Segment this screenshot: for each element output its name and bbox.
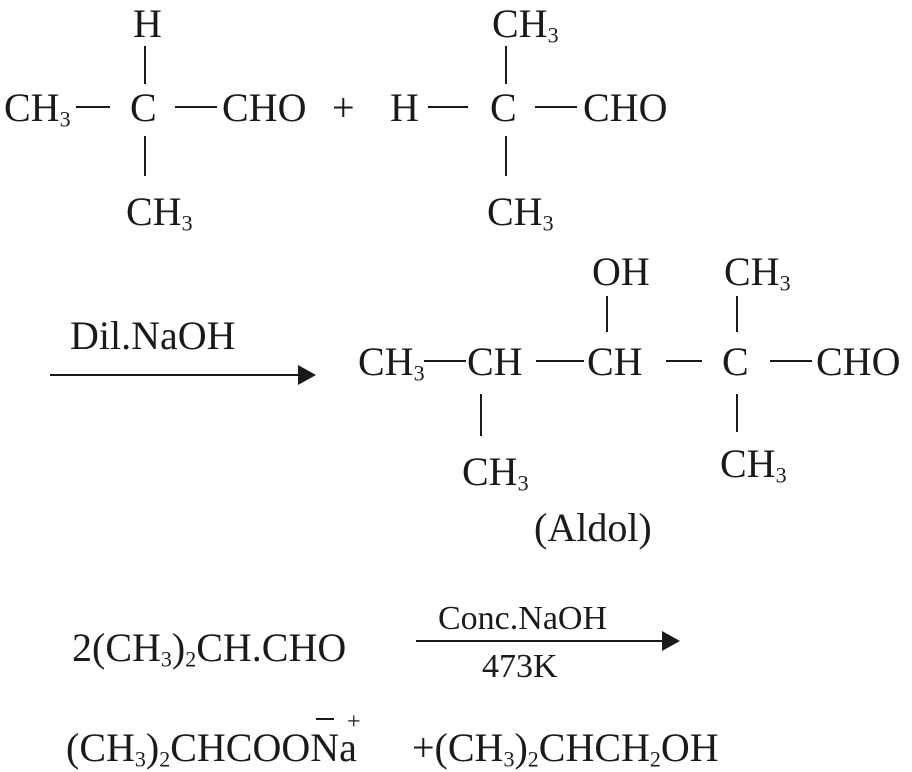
- r1-bond-left: [76, 106, 110, 108]
- aldol-ch-b: CH: [587, 339, 643, 384]
- r1-ch3-bottom: CH3: [126, 189, 193, 236]
- r1-bond-top: [144, 46, 146, 84]
- r2-cho: CHO: [583, 85, 668, 130]
- r2-bond-bottom: [505, 136, 507, 176]
- product-o-minus: O: [281, 725, 311, 770]
- arrow1-shaft: [50, 374, 300, 376]
- aldol-ch-a: CH: [467, 339, 523, 384]
- r2-bond-left: [428, 106, 468, 108]
- r1-h-atom: H: [133, 1, 162, 46]
- aldol-bond-c-bottom: [736, 394, 738, 432]
- aldol-cho: CHO: [816, 339, 901, 384]
- r2-bond-right: [535, 106, 577, 108]
- r2-c-atom: C: [490, 85, 517, 130]
- aldol-bond-oh: [606, 296, 608, 332]
- r2-ch3-top: CH3: [492, 1, 559, 48]
- plus-charge: +: [347, 709, 361, 735]
- product-na-plus: Na: [310, 725, 357, 770]
- aldol-ch3-bottom-c: CH3: [720, 441, 787, 488]
- r1-bond-right: [175, 106, 217, 108]
- minus-charge-bar: [316, 718, 334, 720]
- cannizzaro-reactant: 2(CH3)2CH.CHO: [72, 625, 347, 672]
- aldol-ch3-left: CH3: [358, 339, 425, 386]
- cannizzaro-condition-top: Conc.NaOH: [438, 600, 608, 637]
- aldol-bond-3: [666, 360, 702, 362]
- cannizzaro-arrow-shaft: [416, 640, 664, 642]
- r1-c-atom: C: [130, 85, 157, 130]
- aldol-oh: OH: [592, 249, 650, 294]
- plus-sign: +: [332, 85, 355, 130]
- arrow1-label: Dil.NaOH: [70, 313, 236, 358]
- aldol-bond-2: [536, 360, 584, 362]
- cannizzaro-arrow-head: [662, 631, 680, 651]
- aldol-ch3-top: CH3: [724, 249, 791, 296]
- aldol-bond-4: [770, 360, 812, 362]
- product-salt: (CH3)2CHCOONa: [66, 725, 357, 772]
- r2-h-atom: H: [390, 85, 419, 130]
- aldol-name: (Aldol): [534, 505, 652, 550]
- aldol-bond-ch-a-bottom: [480, 394, 482, 436]
- aldol-bond-1: [424, 360, 466, 362]
- aldol-ch3-bottom-a: CH3: [462, 449, 529, 496]
- cannizzaro-condition-bottom: 473K: [482, 648, 558, 685]
- arrow1-head: [298, 365, 316, 385]
- aldol-bond-c-top: [736, 296, 738, 332]
- r2-ch3-bottom: CH3: [487, 189, 554, 236]
- r1-cho: CHO: [222, 85, 307, 130]
- r1-bond-bottom: [144, 136, 146, 176]
- r2-bond-top: [505, 46, 507, 84]
- aldol-c: C: [722, 339, 749, 384]
- product-alcohol: +(CH3)2CHCH2OH: [412, 725, 719, 772]
- r1-ch3-left: CH3: [4, 85, 71, 132]
